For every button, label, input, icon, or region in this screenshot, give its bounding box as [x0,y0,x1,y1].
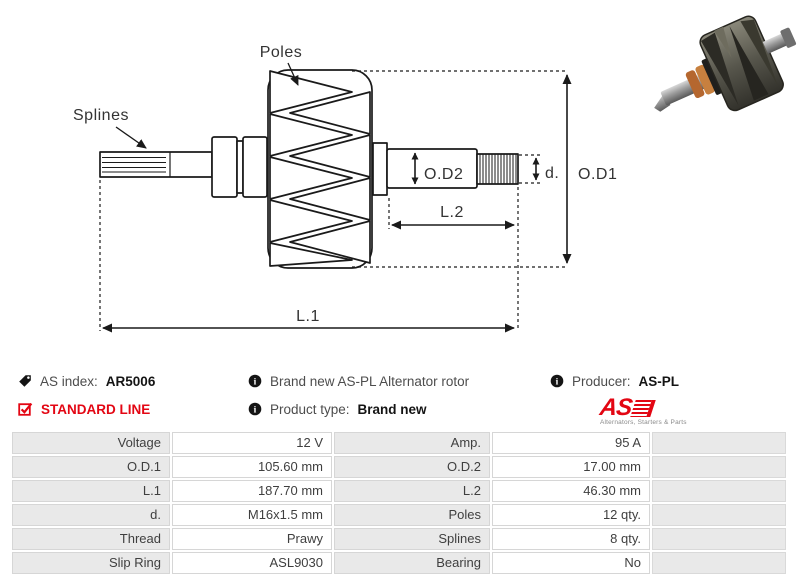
spec-value: 12 qty. [492,504,650,526]
spec-value: ASL9030 [172,552,332,574]
rotor-dimension-diagram: Poles Splines O.D2 d. O.D1 L.2 L.1 [73,44,617,333]
spec-value: M16x1.5 mm [172,504,332,526]
spec-value: 17.00 mm [492,456,650,478]
standard-line: STANDARD LINE [18,400,248,418]
table-row: Thread Prawy Splines 8 qty. [12,528,786,550]
spec-value: Prawy [172,528,332,550]
table-row: O.D.1 105.60 mm O.D.2 17.00 mm [12,456,786,478]
as-logo-stripes-icon [630,400,657,417]
standard-line-label: STANDARD LINE [41,401,151,417]
spec-label: O.D.1 [12,456,170,478]
od2-label: O.D2 [424,166,463,183]
spec-label: Thread [12,528,170,550]
product-info-bar: AS index: AR5006 STANDARD LINE i Brand n… [18,372,790,428]
spec-label: L.1 [12,480,170,502]
product-photo [654,15,797,112]
table-row: Voltage 12 V Amp. 95 A [12,432,786,454]
info-icon: i [248,374,262,388]
as-logo-tagline: Alternators, Starters & Parts [600,419,687,426]
as-index-line: AS index: AR5006 [18,372,248,390]
spec-filler [652,432,786,454]
tag-icon [18,374,32,388]
spec-filler [652,528,786,550]
spec-value: 12 V [172,432,332,454]
checkbox-checked-icon [18,402,33,416]
spec-label: Voltage [12,432,170,454]
rotor-outline [99,69,519,269]
spec-label: O.D.2 [334,456,490,478]
spec-label: d. [12,504,170,526]
as-index-value: AR5006 [105,373,156,389]
spec-table: Voltage 12 V Amp. 95 A O.D.1 105.60 mm O… [10,430,788,576]
dimension-arrows [102,62,572,333]
spec-label: L.2 [334,480,490,502]
info-icon: i [248,402,262,416]
spec-label: Amp. [334,432,490,454]
spec-filler [652,480,786,502]
table-row: Slip Ring ASL9030 Bearing No [12,552,786,574]
producer-label: Producer: [572,373,631,389]
spec-label: Poles [334,504,490,526]
info-icon: i [550,374,564,388]
producer-line: i Producer: AS-PL [550,372,790,390]
spec-filler [652,504,786,526]
spec-filler [652,456,786,478]
spec-value: 8 qty. [492,528,650,550]
splines-label: Splines [73,107,129,124]
spec-value: 105.60 mm [172,456,332,478]
as-pl-logo: AS Alternators, Starters & Parts [598,394,790,426]
svg-text:i: i [254,405,257,415]
svg-text:i: i [254,377,257,387]
spec-value: 95 A [492,432,650,454]
spec-value: 187.70 mm [172,480,332,502]
product-type-label: Product type: [270,401,350,417]
spec-value: No [492,552,650,574]
producer-value: AS-PL [638,373,680,389]
od1-label: O.D1 [578,166,617,183]
spec-label: Splines [334,528,490,550]
d-label: d. [545,165,559,182]
spec-label: Bearing [334,552,490,574]
svg-text:i: i [556,377,559,387]
l1-label: L.1 [296,308,320,325]
poles-label: Poles [260,44,303,61]
description-line: i Brand new AS-PL Alternator rotor [248,372,550,390]
spec-label: Slip Ring [12,552,170,574]
table-row: L.1 187.70 mm L.2 46.30 mm [12,480,786,502]
spec-value: 46.30 mm [492,480,650,502]
spec-filler [652,552,786,574]
l2-label: L.2 [440,204,464,221]
product-type-line: i Product type: Brand new [248,400,550,418]
as-index-label: AS index: [40,373,98,389]
product-type-value: Brand new [357,401,427,417]
description-text: Brand new AS-PL Alternator rotor [270,373,470,389]
as-logo-text: AS [598,394,634,421]
table-row: d. M16x1.5 mm Poles 12 qty. [12,504,786,526]
extension-lines [99,70,566,331]
